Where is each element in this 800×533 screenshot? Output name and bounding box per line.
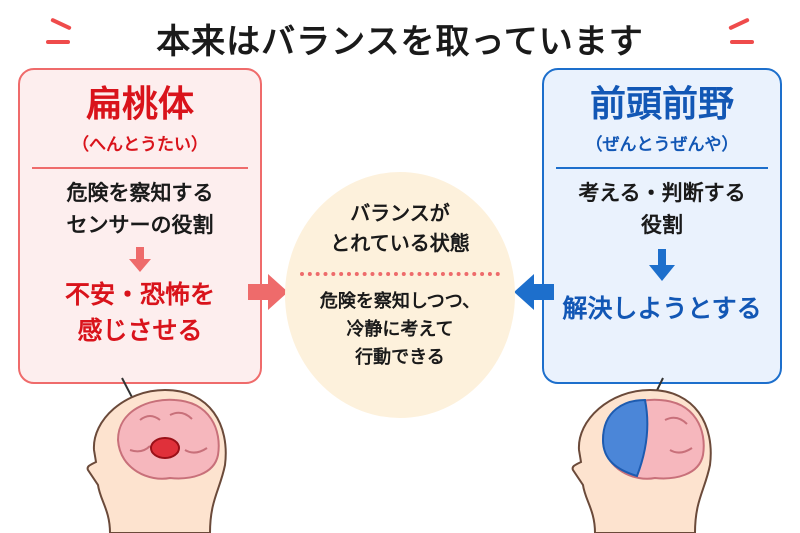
divider (32, 167, 248, 169)
prefrontal-role: 考える・判断する (578, 181, 746, 205)
page-title: 本来はバランスを取っています (156, 22, 644, 62)
balance-description: 行動できる (355, 347, 445, 368)
divider (556, 167, 768, 169)
head-amygdala-illustration (86, 377, 227, 533)
dotted-divider (300, 272, 500, 276)
amygdala-name: 扁桃体 (85, 84, 194, 125)
amygdala-result: 不安・恐怖を (64, 280, 215, 309)
prefrontal-box: 前頭前野 （ぜんとうぜんや） 考える・判断する 役割 解決しようとする (542, 68, 782, 384)
prefrontal-role: 役割 (641, 213, 683, 237)
amygdala-role: センサーの役割 (66, 213, 214, 237)
amygdala-box: 扁桃体 （へんとうたい） 危険を察知する センサーの役割 不安・恐怖を 感じさせ… (18, 68, 262, 384)
arrow-down-icon (129, 247, 151, 272)
balance-state-circle: バランスが とれている状態 危険を察知しつつ、 冷静に考えて 行動できる (285, 172, 515, 418)
balance-description: 危険を察知しつつ、 (319, 291, 481, 312)
amygdala-result: 感じさせる (77, 316, 203, 345)
prefrontal-name: 前頭前野 (589, 84, 734, 125)
emphasis-mark (46, 40, 70, 44)
balance-description: 冷静に考えて (346, 319, 454, 340)
amygdala-reading: （へんとうたい） (72, 135, 208, 155)
emphasis-mark (730, 40, 754, 44)
arrow-down-icon (649, 249, 675, 281)
prefrontal-reading: （ぜんとうぜんや） (585, 135, 739, 155)
balance-title: とれている状態 (330, 231, 470, 255)
arrow-right-icon (248, 274, 288, 310)
head-prefrontal-illustration (571, 377, 712, 533)
prefrontal-result: 解決しようとする (562, 294, 762, 323)
amygdala-role: 危険を察知する (66, 181, 214, 205)
balance-title: バランスが (350, 201, 450, 225)
arrow-left-icon (514, 274, 554, 310)
